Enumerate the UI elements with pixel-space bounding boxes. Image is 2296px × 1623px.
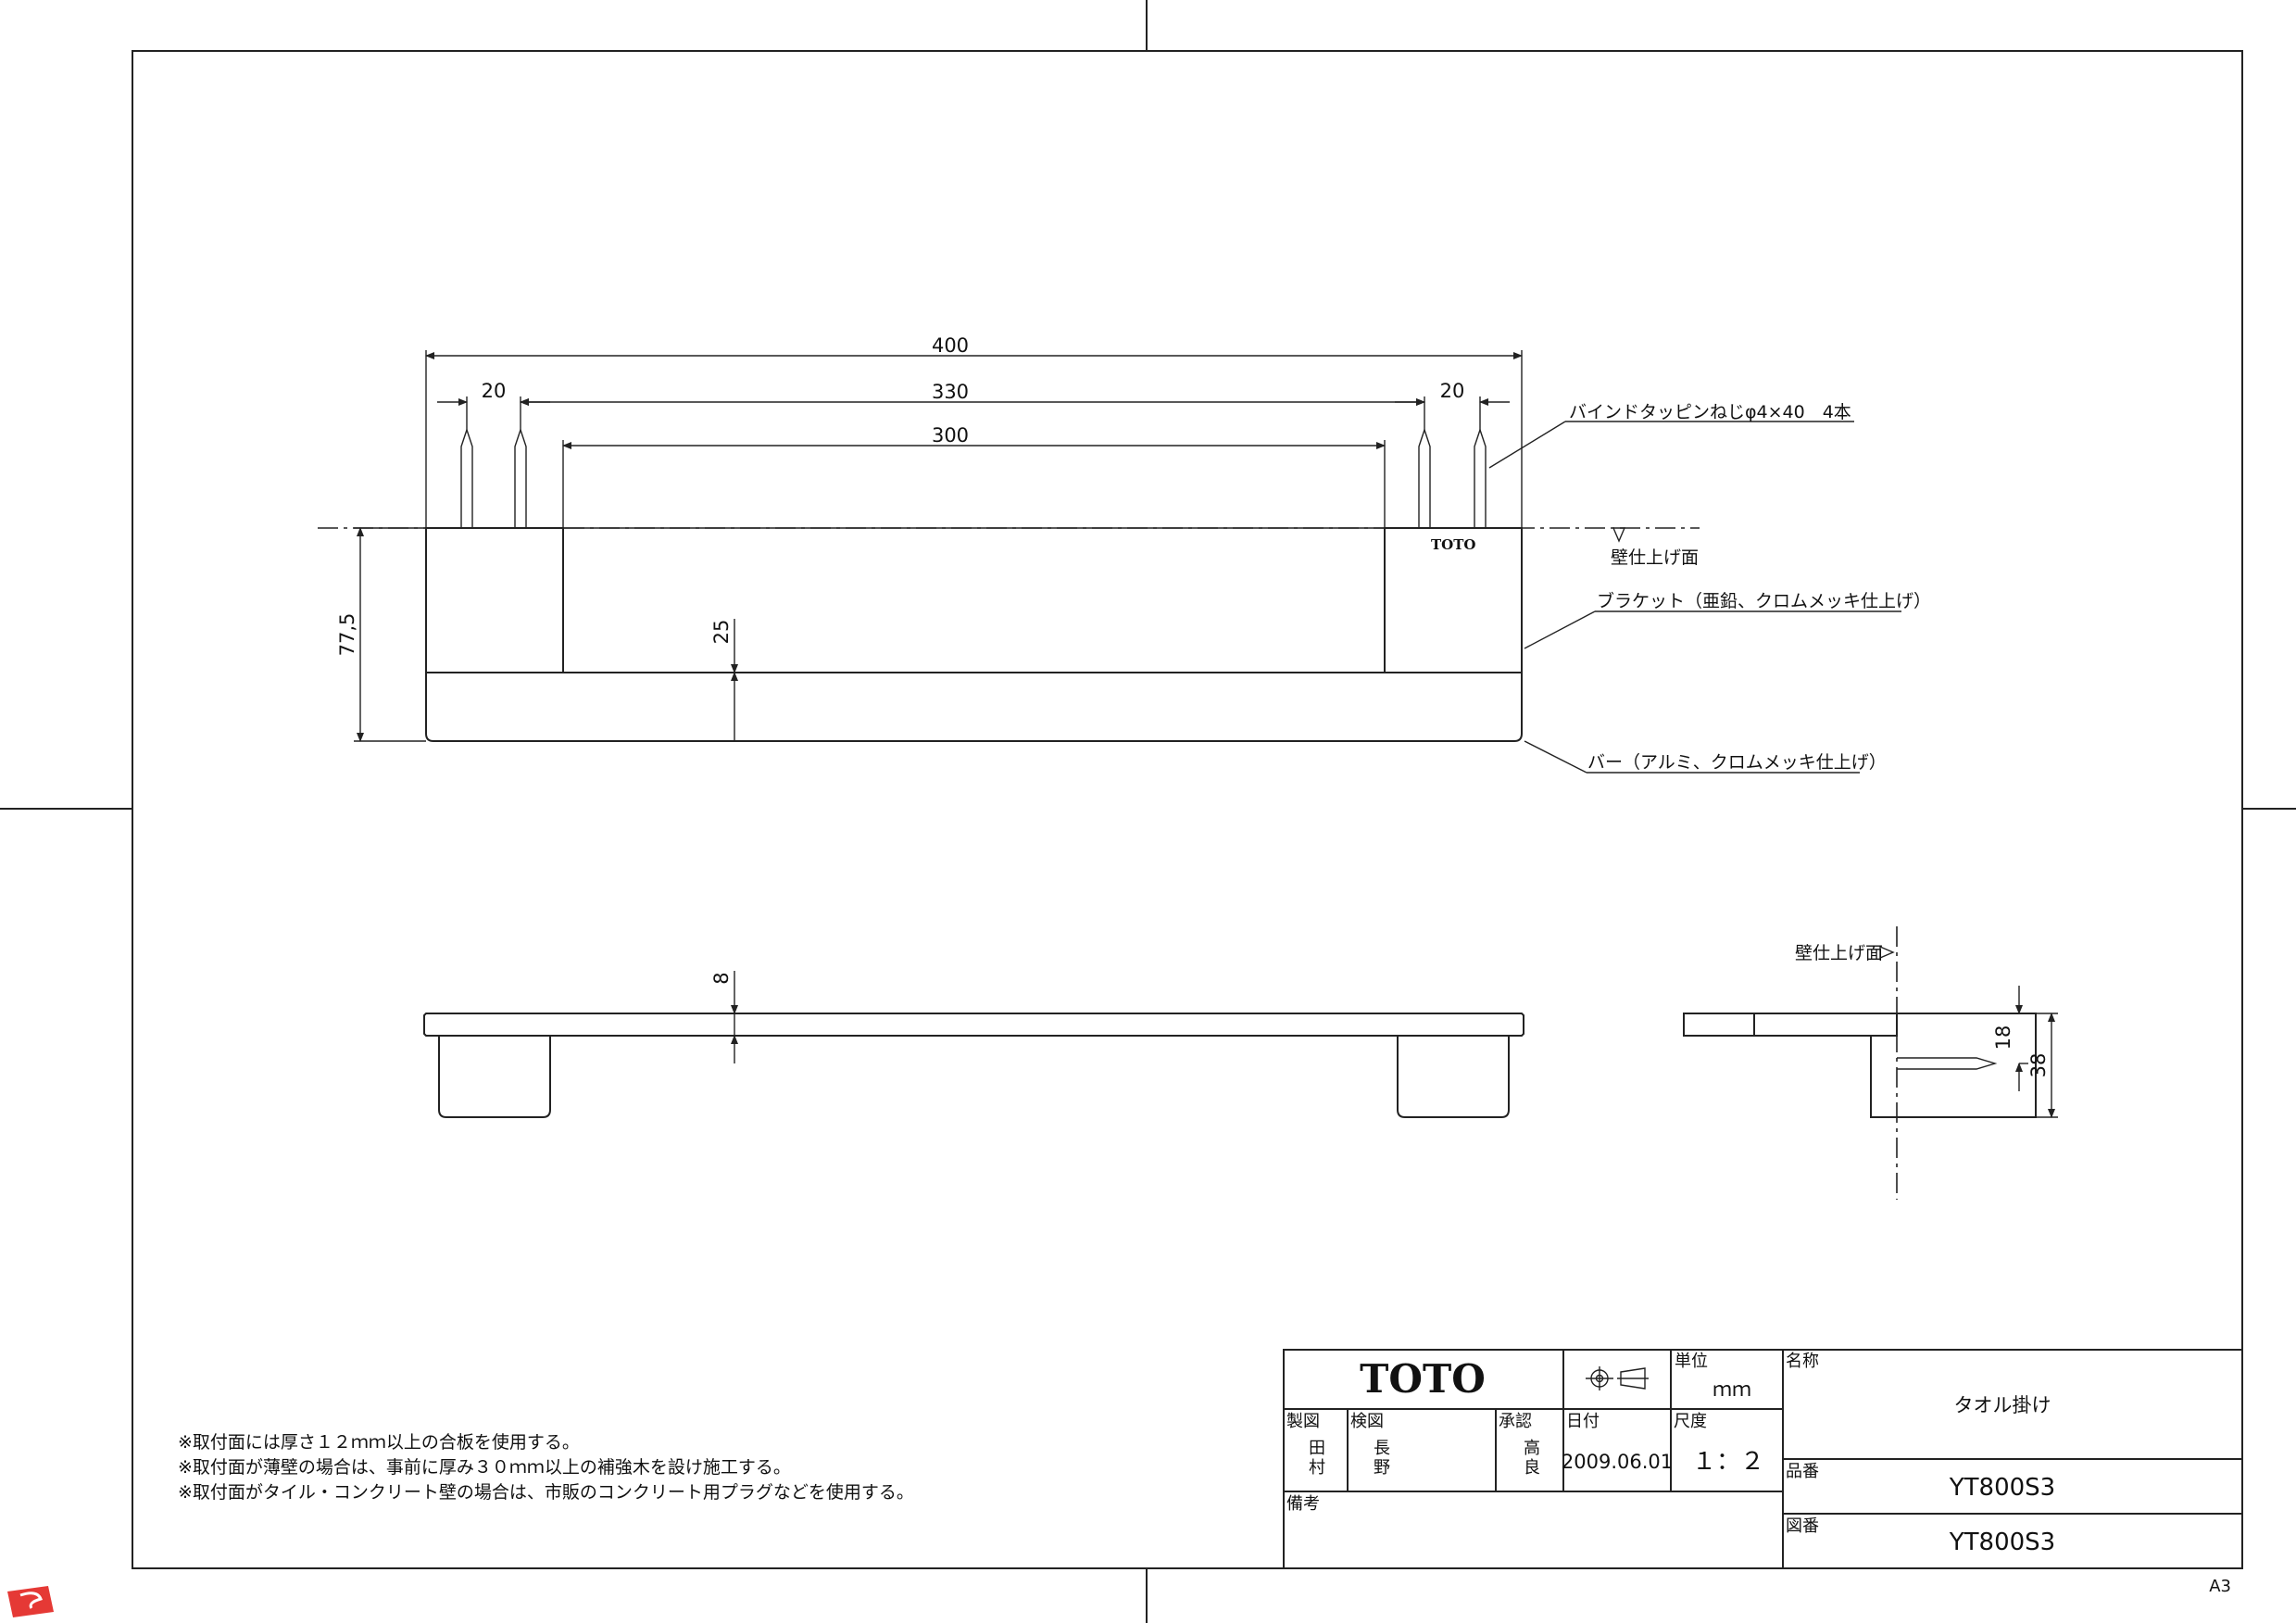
name-value: タオル掛け: [1954, 1394, 2051, 1416]
dim-overall-width: 400: [932, 334, 969, 357]
dim-height: 77,5: [336, 613, 358, 657]
remarks-label: 備考: [1286, 1494, 1320, 1514]
callout-side-wall-finish: 壁仕上げ面: [1795, 943, 1883, 963]
corner-logo-icon: [7, 1586, 54, 1617]
checked-label: 検図: [1350, 1412, 1384, 1431]
note-2: ※取付面が薄壁の場合は、事前に厚み３０ｍｍ以上の補強木を設け施工する。: [178, 1457, 791, 1478]
front-view: TOTO: [318, 427, 1700, 742]
checked-by-2: 野: [1374, 1458, 1390, 1478]
scale-label: 尺度: [1674, 1412, 1707, 1431]
note-3: ※取付面がタイル・コンクリート壁の場合は、市販のコンクリート用プラグなどを使用す…: [178, 1482, 914, 1503]
dim-inner-width: 300: [932, 424, 969, 447]
callout-bar: バー（アルミ、クロムメッキ仕上げ）: [1587, 752, 1887, 773]
dim-side-38: 38: [2027, 1053, 2050, 1078]
front-dimensions: [354, 350, 1523, 742]
bracket-logo: TOTO: [1431, 536, 1475, 553]
dim-side-18: 18: [1992, 1025, 2014, 1051]
drawing-no-value: YT800S3: [1949, 1529, 2055, 1556]
drawn-label: 製図: [1286, 1412, 1320, 1431]
screw-glyphs: [460, 427, 1487, 528]
drawing-no-label: 図番: [1786, 1516, 1819, 1536]
projection-symbol-icon: [1586, 1366, 1649, 1390]
drawn-by-1: 田: [1309, 1439, 1325, 1458]
notes: ※取付面には厚さ１２ｍｍ以上の合板を使用する。 ※取付面が薄壁の場合は、事前に厚…: [178, 1432, 914, 1503]
approved-by-2: 良: [1524, 1458, 1540, 1478]
part-no-label: 品番: [1786, 1462, 1819, 1481]
name-label: 名称: [1786, 1352, 1819, 1371]
approved-label: 承認: [1499, 1412, 1532, 1431]
drawn-by-2: 村: [1309, 1458, 1325, 1478]
dim-bracket-right: 20: [1440, 380, 1465, 402]
sheet-border: [132, 50, 2243, 1569]
date-label: 日付: [1566, 1412, 1600, 1431]
callout-screw: バインドタッピンねじφ4×40 4本: [1569, 402, 1851, 422]
note-1: ※取付面には厚さ１２ｍｍ以上の合板を使用する。: [178, 1432, 580, 1453]
side-view: [1683, 926, 2058, 1200]
part-no-value: YT800S3: [1949, 1474, 2055, 1502]
company-logo: TOTO: [1360, 1356, 1486, 1402]
checked-by-1: 長: [1374, 1439, 1390, 1458]
top-view: [423, 971, 1524, 1118]
title-block: [1283, 1349, 2243, 1569]
date-value: 2009.06.01: [1562, 1451, 1673, 1473]
callout-bracket: ブラケット（亜鉛、クロムメッキ仕上げ）: [1597, 590, 1931, 611]
scale-value: １：２: [1692, 1448, 1764, 1476]
dim-bracket-left: 20: [482, 380, 507, 402]
dim-bar-height: 25: [710, 620, 733, 645]
dim-screw-spacing: 330: [932, 381, 969, 403]
approved-by-1: 高: [1524, 1439, 1540, 1458]
dim-thickness: 8: [710, 972, 733, 984]
unit-label: 単位: [1675, 1352, 1708, 1371]
unit-value: ｍｍ: [1713, 1378, 1751, 1401]
front-callout-leaders: [1488, 421, 1901, 774]
callout-wall-finish: 壁仕上げ面: [1611, 547, 1699, 568]
sheet-size: A3: [2209, 1577, 2231, 1596]
